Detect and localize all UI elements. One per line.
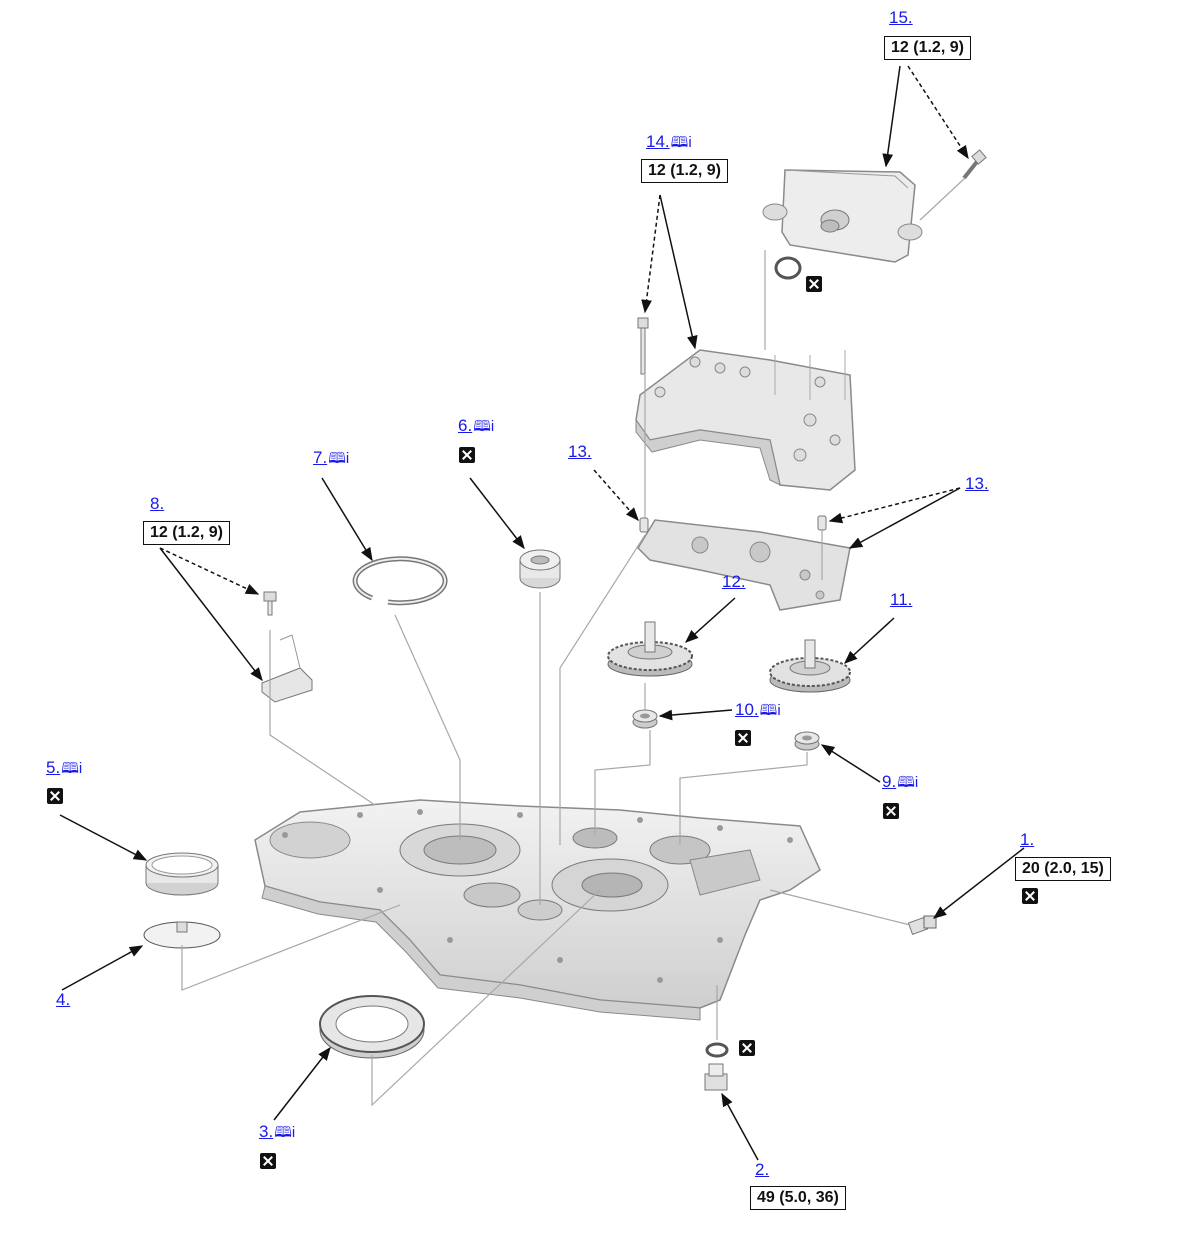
replace-part-x-icon [260,1153,276,1169]
bearing-10 [632,709,658,729]
callout-8[interactable]: 8. [150,494,164,514]
callout-12-label: 12. [722,572,746,591]
replace-part-x-icon [739,1040,755,1056]
replace-part-x-icon [1022,888,1038,904]
callout-10[interactable]: 10.🕮i [735,700,781,721]
strainer-disc [143,921,221,949]
callout-9-label: 9. [882,772,897,791]
callout-15-label: 15. [889,8,913,27]
callout-11[interactable]: 11. [890,590,912,610]
torque-spec-8: 12 (1.2, 9) [143,521,230,545]
callout-14-label: 14. [646,132,670,151]
book-info-icon: 🕮i [473,418,495,435]
torque-spec-14: 12 (1.2, 9) [641,159,728,183]
bracket-bolt [263,591,277,616]
bracket [261,634,313,703]
replace-part-x-icon [883,803,899,819]
book-info-icon: 🕮i [759,702,781,719]
replace-part-x-icon [735,730,751,746]
oil-seal [319,995,425,1059]
book-info-icon: 🕮i [670,134,692,151]
callout-13-label: 13. [568,442,592,461]
replace-part-x-icon [806,276,822,292]
valve-body-bolt [637,317,649,375]
callout-13-label: 13. [965,474,989,493]
callout-13-left[interactable]: 13. [568,442,592,462]
callout-12[interactable]: 12. [722,572,746,592]
callout-7-label: 7. [313,448,328,467]
book-info-icon: 🕮i [328,450,350,467]
module-bolt [962,149,987,180]
gear-11 [769,639,851,693]
bearing [519,549,561,589]
plug-bolt-1 [907,915,937,936]
callout-14[interactable]: 14.🕮i [646,132,692,153]
callout-13-right[interactable]: 13. [965,474,989,494]
callout-1[interactable]: 1. [1020,830,1034,850]
assembly-guide-lines [181,177,966,1107]
torque-spec-1: 20 (2.0, 15) [1015,857,1111,881]
callout-4-label: 4. [56,990,71,1009]
callout-1-label: 1. [1020,830,1035,849]
callout-6[interactable]: 6.🕮i [458,416,494,437]
control-module [762,169,923,263]
gear-12 [607,621,693,677]
callout-10-label: 10. [735,700,759,719]
callout-15[interactable]: 15. [889,8,913,28]
dowel-pin [817,515,827,531]
callout-2[interactable]: 2. [755,1160,769,1180]
dowel-pin [639,517,649,533]
book-info-icon: 🕮i [897,774,919,791]
replace-part-x-icon [459,447,475,463]
callout-4[interactable]: 4. [56,990,70,1010]
replace-part-x-icon [47,788,63,804]
callout-6-label: 6. [458,416,473,435]
callout-5[interactable]: 5.🕮i [46,758,82,779]
separator-plate [637,519,851,611]
torque-spec-15: 12 (1.2, 9) [884,36,971,60]
callout-2-label: 2. [755,1160,770,1179]
callout-3[interactable]: 3.🕮i [259,1122,295,1143]
drain-plug [704,1063,728,1091]
retainer-ring [145,852,219,896]
callout-11-label: 11. [890,590,913,609]
leader-arrows [59,65,1025,1161]
callout-9[interactable]: 9.🕮i [882,772,918,793]
callout-8-label: 8. [150,494,165,513]
o-ring [774,256,802,280]
torque-spec-2: 49 (5.0, 36) [750,1186,846,1210]
drain-washer [705,1042,729,1058]
bearing-9 [794,731,820,751]
transmission-cover-housing [254,799,821,1021]
book-info-icon: 🕮i [274,1124,296,1141]
book-info-icon: 🕮i [61,760,83,777]
callout-5-label: 5. [46,758,61,777]
callout-7[interactable]: 7.🕮i [313,448,349,469]
valve-body [635,349,856,491]
callout-3-label: 3. [259,1122,274,1141]
